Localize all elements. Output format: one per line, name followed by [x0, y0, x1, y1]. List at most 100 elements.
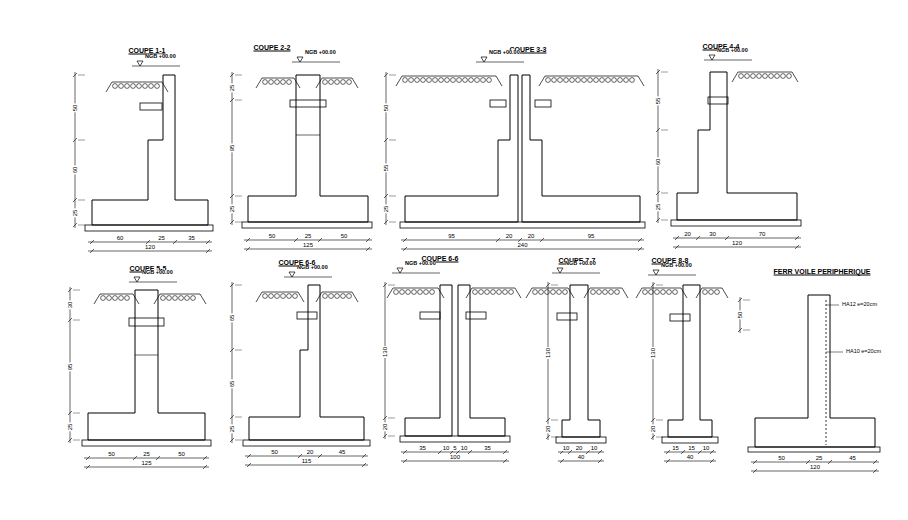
soil-hatch	[406, 290, 411, 295]
concrete-element	[535, 100, 551, 107]
soil-hatch	[763, 74, 768, 79]
dimension-tick	[546, 283, 550, 287]
soil-hatch	[287, 80, 292, 85]
level-line	[392, 273, 440, 274]
concrete-outline	[405, 75, 518, 222]
ground-line	[316, 78, 358, 88]
dimension-value: 25	[815, 455, 824, 461]
dimension-tick	[651, 283, 655, 287]
dimension-tick	[230, 283, 234, 287]
dimension-value: 115	[301, 458, 313, 464]
dimension-line	[244, 240, 372, 241]
dimension-tick	[318, 238, 322, 242]
section-figure	[230, 57, 372, 251]
concrete-outline	[755, 295, 875, 447]
soil-hatch	[739, 74, 744, 79]
soil-hatch	[421, 78, 426, 83]
extension-line	[661, 220, 668, 221]
soil-hatch	[612, 78, 617, 83]
soil-hatch	[655, 290, 660, 295]
section-figure	[68, 277, 211, 469]
dimension-tick	[656, 128, 660, 132]
dimension-tick	[403, 238, 407, 242]
extension-line	[235, 440, 242, 441]
soil-hatch	[107, 296, 112, 301]
soil-hatch	[475, 78, 480, 83]
extension-line	[388, 285, 395, 286]
soil-hatch	[473, 290, 478, 295]
dimension-tick	[133, 456, 137, 460]
dimension-value: 20	[306, 449, 315, 455]
soil-hatch	[497, 290, 502, 295]
extension-line	[73, 290, 80, 291]
soil-hatch	[131, 84, 136, 89]
concrete-element	[748, 447, 880, 452]
extension-line	[661, 72, 668, 73]
dimension-tick	[206, 240, 210, 244]
dimension-tick	[656, 218, 660, 222]
soil-hatch	[703, 290, 708, 295]
level-line	[132, 66, 180, 67]
section-title: COUPE 1-1	[129, 47, 166, 54]
concrete-element	[400, 436, 510, 442]
dimension-tick	[598, 459, 602, 463]
ground-line	[539, 76, 644, 86]
soil-hatch	[125, 84, 130, 89]
dimension-value: 50	[72, 103, 78, 112]
section-figure	[384, 57, 645, 251]
dimension-tick	[540, 238, 544, 242]
soil-hatch	[125, 296, 130, 301]
concrete-element	[420, 312, 440, 319]
section-figure	[383, 268, 521, 463]
soil-hatch	[263, 80, 268, 85]
soil-hatch	[546, 78, 551, 83]
dimension-value: 10	[562, 445, 571, 451]
soil-hatch	[113, 296, 118, 301]
level-symbol	[137, 61, 143, 66]
dimension-value: 25	[142, 451, 151, 457]
extension-line	[78, 225, 85, 226]
dimension-tick	[638, 238, 642, 242]
soil-hatch	[427, 78, 432, 83]
dimension-line	[88, 251, 212, 252]
soil-hatch	[570, 78, 575, 83]
dimension-line	[84, 467, 209, 468]
level-line	[648, 275, 696, 276]
concrete-element	[662, 437, 718, 443]
soil-hatch	[485, 290, 490, 295]
concrete-element	[85, 225, 213, 231]
soil-hatch	[552, 78, 557, 83]
extension-line	[235, 196, 242, 197]
dimension-tick	[710, 459, 714, 463]
dimension-value: 50	[177, 451, 186, 457]
ground-line	[396, 76, 502, 86]
soil-hatch	[615, 290, 620, 295]
dimension-line	[385, 282, 386, 439]
level-mark: NGB +00.00	[565, 261, 596, 267]
soil-hatch	[661, 290, 666, 295]
dimension-value: 130	[382, 345, 388, 357]
dimension-line	[245, 456, 368, 457]
level-line	[292, 62, 340, 63]
soil-hatch	[430, 290, 435, 295]
extension-line	[551, 420, 558, 421]
soil-hatch	[287, 294, 292, 299]
ground-line	[154, 294, 206, 304]
dimension-tick	[206, 249, 210, 253]
concrete-element	[297, 312, 317, 319]
soil-hatch	[403, 78, 408, 83]
soil-hatch	[463, 78, 468, 83]
soil-hatch	[588, 78, 593, 83]
extension-line	[235, 285, 242, 286]
soil-hatch	[335, 294, 340, 299]
dimension-value: 240	[516, 242, 528, 248]
dimension-tick	[651, 418, 655, 422]
soil-hatch	[503, 290, 508, 295]
dimension-tick	[366, 247, 370, 251]
dimension-value: 40	[577, 454, 586, 460]
extension-line	[78, 75, 85, 76]
dimension-tick	[73, 138, 77, 142]
dimension-line	[673, 247, 801, 248]
rebar-note: HA12 e=20cm	[842, 302, 877, 308]
concrete-element	[670, 314, 690, 321]
